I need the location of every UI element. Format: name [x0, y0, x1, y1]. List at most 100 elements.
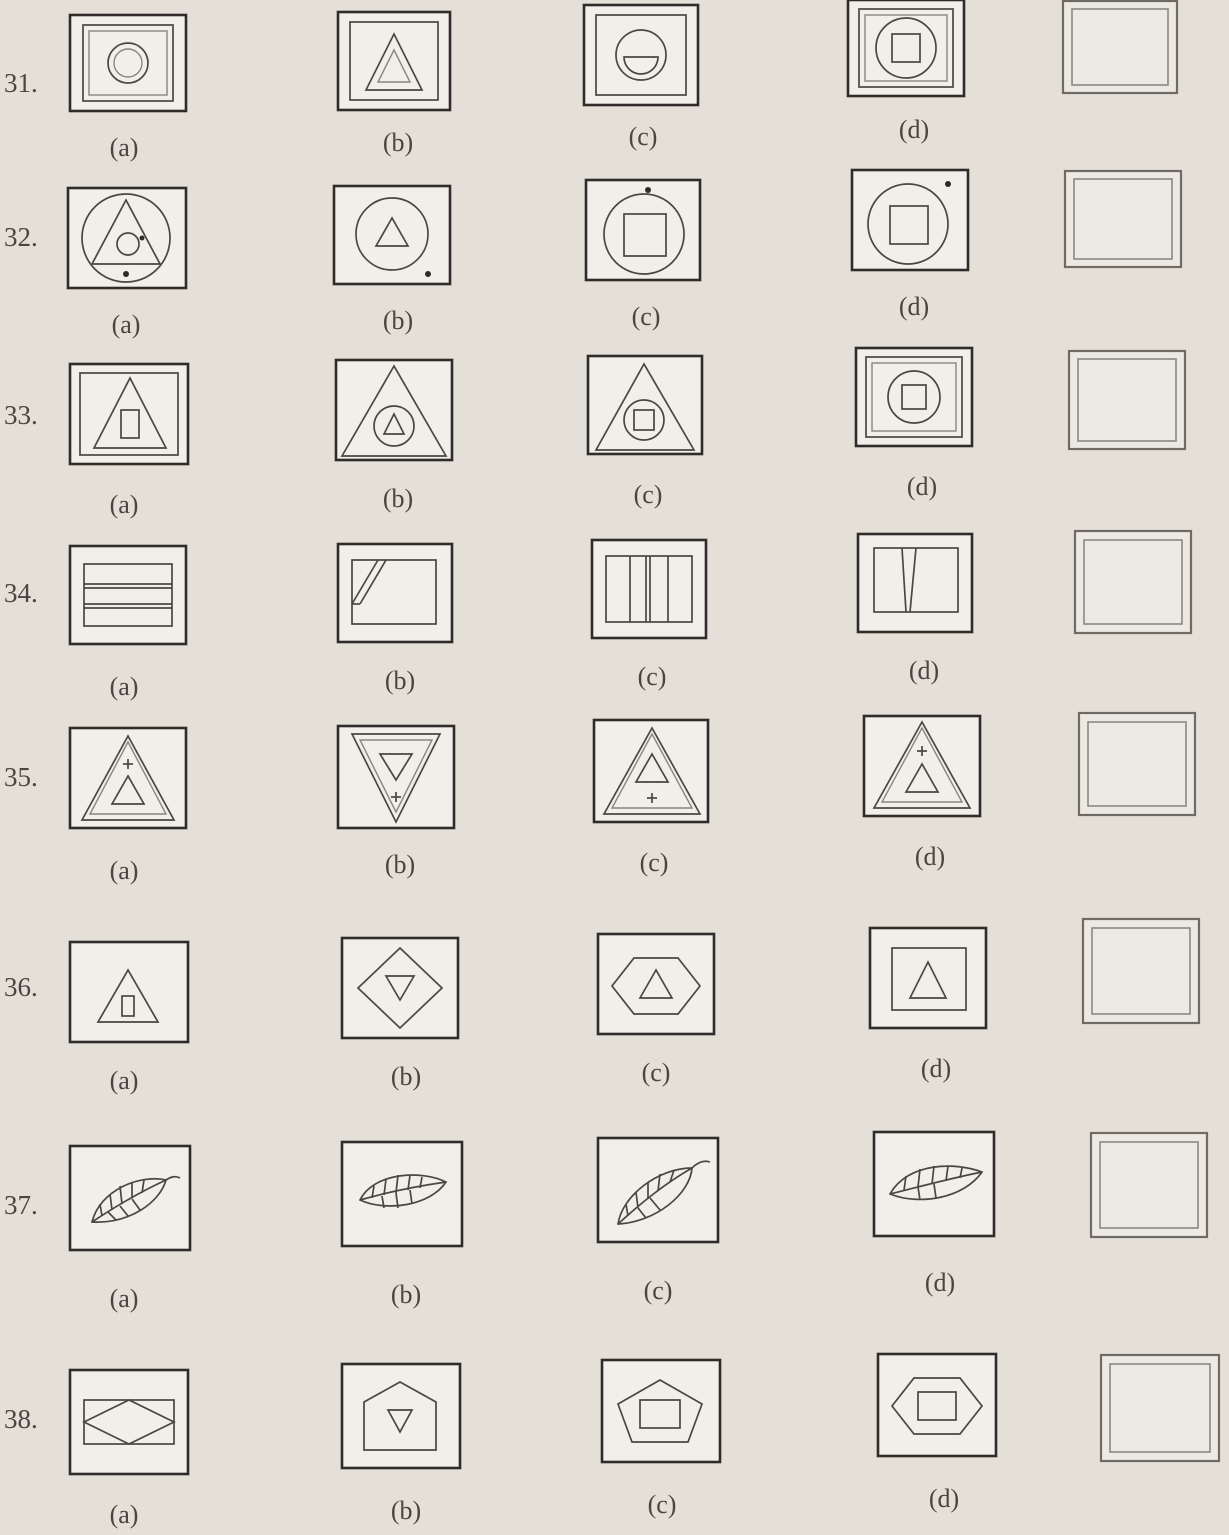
question-number: 35. [4, 762, 38, 793]
question-number: 38. [4, 1404, 38, 1435]
figure-square-in-circle-in-triangle [588, 356, 710, 460]
option-label: (c) [592, 662, 712, 692]
option-label: (b) [340, 666, 460, 696]
option-label: (d) [884, 1484, 1004, 1514]
figure-triangle-triangle-plus [594, 720, 716, 826]
option-label: (d) [854, 292, 974, 322]
answer-box-35[interactable] [1078, 712, 1200, 818]
option-32-c[interactable] [586, 180, 708, 284]
option-label: (d) [864, 656, 984, 686]
option-38-c[interactable] [602, 1360, 726, 1468]
option-38-b[interactable] [342, 1364, 466, 1472]
empty-answer-box [1074, 530, 1196, 636]
figure-square-in-pentagon [602, 1360, 726, 1468]
option-37-d[interactable] [874, 1132, 998, 1238]
option-36-d[interactable] [870, 928, 992, 1032]
answer-box-36[interactable] [1082, 918, 1204, 1026]
option-35-b[interactable] [338, 726, 460, 832]
answer-box-32[interactable] [1064, 170, 1186, 270]
answer-box-38[interactable] [1100, 1354, 1224, 1464]
figure-triangle-in-square [338, 12, 458, 112]
figure-circle-in-square [70, 15, 190, 115]
figure-horizontal-bands [70, 546, 192, 650]
option-34-c[interactable] [592, 540, 714, 644]
figure-leaf-right [70, 1146, 194, 1252]
answer-box-33[interactable] [1068, 350, 1190, 452]
option-31-c[interactable] [584, 5, 704, 110]
figure-slanted-bands [858, 534, 980, 638]
option-34-d[interactable] [858, 534, 980, 638]
option-31-a[interactable] [70, 15, 190, 115]
figure-diamond-in-rectangle [70, 1370, 194, 1478]
answer-box-34[interactable] [1074, 530, 1196, 636]
option-label: (c) [588, 480, 708, 510]
option-label: (b) [346, 1280, 466, 1310]
option-32-a[interactable] [68, 188, 190, 292]
figure-leaf-tilted [874, 1132, 998, 1238]
figure-triangle-plus-triangle [70, 728, 192, 832]
figure-triangle-in-hexagon [598, 934, 720, 1038]
option-33-c[interactable] [588, 356, 710, 460]
option-label: (b) [338, 484, 458, 514]
option-36-a[interactable] [70, 942, 192, 1046]
option-label: (b) [340, 850, 460, 880]
option-label: (a) [64, 1284, 184, 1314]
option-34-a[interactable] [70, 546, 192, 650]
answer-box-37[interactable] [1090, 1132, 1212, 1240]
option-35-a[interactable] [70, 728, 192, 832]
option-36-c[interactable] [598, 934, 720, 1038]
option-37-a[interactable] [70, 1146, 194, 1252]
figure-triangle-in-circle-in-triangle [336, 360, 458, 464]
figure-vertical-bands [592, 540, 714, 644]
option-label: (b) [338, 128, 458, 158]
option-label: (d) [876, 1054, 996, 1084]
option-31-d[interactable] [848, 0, 968, 100]
option-32-b[interactable] [334, 186, 456, 290]
figure-triangle-plus-triangle-small [864, 716, 986, 822]
empty-answer-box [1062, 0, 1180, 96]
question-number: 33. [4, 400, 38, 431]
empty-answer-box [1090, 1132, 1212, 1240]
figure-square-in-hexagon [878, 1354, 1002, 1462]
figure-triangle-in-diamond [342, 938, 464, 1042]
figure-triangle-in-square [870, 928, 992, 1032]
option-label: (c) [602, 1490, 722, 1520]
option-label: (c) [594, 848, 714, 878]
option-38-a[interactable] [70, 1370, 194, 1478]
option-33-a[interactable] [70, 364, 192, 468]
option-36-b[interactable] [342, 938, 464, 1042]
option-label: (b) [346, 1062, 466, 1092]
figure-triangle-in-pentagon-house [342, 1364, 466, 1472]
option-37-c[interactable] [598, 1138, 722, 1244]
option-33-d[interactable] [856, 348, 978, 452]
option-38-d[interactable] [878, 1354, 1002, 1462]
answer-box-31[interactable] [1062, 0, 1180, 96]
option-label: (a) [64, 133, 184, 163]
empty-answer-box [1082, 918, 1204, 1026]
option-label: (b) [338, 306, 458, 336]
option-33-b[interactable] [336, 360, 458, 464]
empty-answer-box [1064, 170, 1186, 270]
figure-leaf-flat [342, 1142, 466, 1248]
option-label: (c) [598, 1276, 718, 1306]
option-32-d[interactable] [852, 170, 974, 274]
figure-triangle-circle-dot [68, 188, 190, 292]
option-37-b[interactable] [342, 1142, 466, 1248]
question-number: 32. [4, 222, 38, 253]
option-34-b[interactable] [338, 544, 460, 648]
figure-diagonal-stripe [338, 544, 460, 648]
option-label: (a) [64, 672, 184, 702]
question-number: 31. [4, 68, 38, 99]
option-35-c[interactable] [594, 720, 716, 826]
option-label: (a) [64, 490, 184, 520]
figure-triangle-in-circle-dot [334, 186, 456, 290]
option-label: (b) [346, 1496, 466, 1526]
figure-inverted-triangle-plus [338, 726, 460, 832]
option-35-d[interactable] [864, 716, 986, 822]
option-label: (c) [583, 122, 703, 152]
option-31-b[interactable] [338, 12, 458, 112]
option-label: (d) [870, 842, 990, 872]
figure-square-in-circle-in-square [848, 0, 968, 100]
empty-answer-box [1068, 350, 1190, 452]
